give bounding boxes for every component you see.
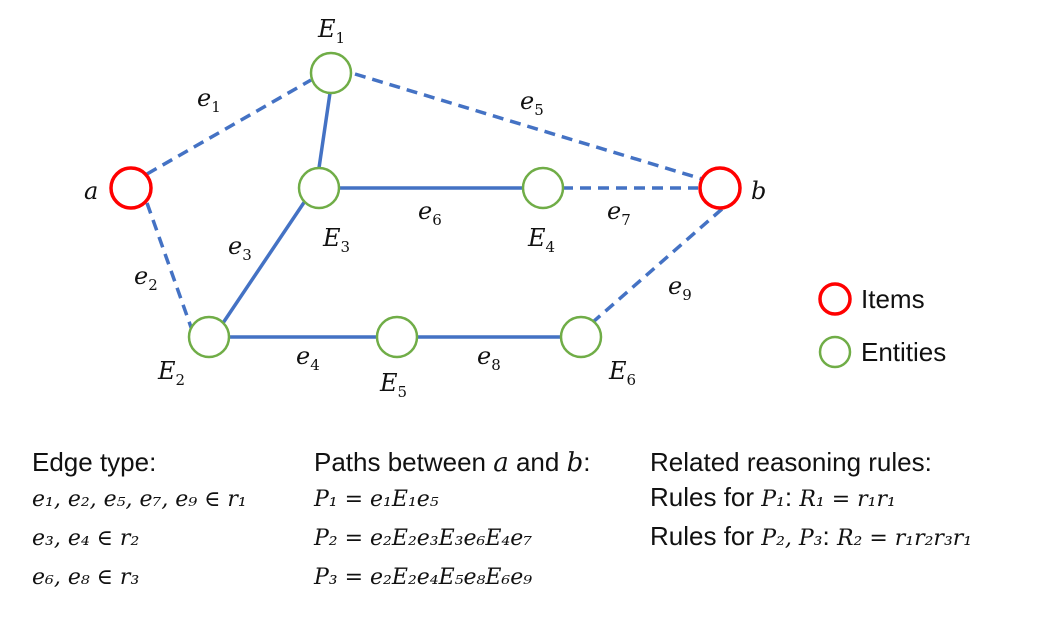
node-E4 (521, 166, 565, 210)
legend-entities-label: Entities (861, 337, 946, 367)
label-E3: E3 (322, 224, 350, 256)
edge-e3 (219, 200, 307, 327)
rule-2: Rules for P₂, P₃: R₂ = r₁r₂r₃r₁ (650, 521, 972, 551)
edge-type-heading: Edge type: (32, 447, 156, 477)
label-e8: e8 (477, 342, 501, 374)
label-e1: e1 (197, 84, 221, 116)
edge-e3-main (317, 92, 332, 169)
node-E5 (375, 315, 419, 359)
label-e3: e3 (228, 232, 252, 264)
label-e9: e9 (668, 272, 692, 304)
legend-entity-marker (818, 335, 852, 369)
node-E3 (297, 166, 341, 210)
label-e2: e2 (134, 262, 158, 294)
label-a: a (84, 177, 98, 205)
edge-type-r3: e₆, e₈ ∈ r₃ (32, 565, 139, 590)
path-p3: P₃ = e₂E₂e₄E₅e₈E₆e₉ (313, 565, 532, 590)
edge-e1 (146, 78, 312, 176)
edge-e5 (354, 72, 703, 181)
label-E5: E5 (379, 369, 407, 401)
node-a (109, 166, 153, 210)
node-b (698, 166, 742, 210)
label-E2: E2 (157, 357, 185, 389)
rules-heading: Related reasoning rules: (650, 447, 932, 477)
node-E6 (559, 315, 603, 359)
label-e6: e6 (418, 197, 442, 229)
node-E1 (309, 51, 353, 95)
label-b: b (751, 177, 766, 205)
label-E6: E6 (608, 357, 636, 389)
edge-type-r1: e₁, e₂, e₅, e₇, e₉ ∈ r₁ (32, 487, 247, 512)
node-E2 (187, 315, 231, 359)
edge-type-r2: e₃, e₄ ∈ r₂ (32, 526, 139, 551)
edge-e2 (145, 202, 194, 331)
path-p2: P₂ = e₂E₂e₃E₃e₆E₄e₇ (313, 526, 532, 551)
paths-heading: Paths between a and b: (314, 447, 590, 478)
edge-e9 (591, 207, 724, 324)
path-p1: P₁ = e₁E₁e₅ (313, 487, 439, 512)
label-E4: E4 (527, 224, 555, 256)
label-e7: e7 (607, 197, 631, 229)
rule-1: Rules for P₁: R₁ = r₁r₁ (650, 482, 896, 512)
legend-items-label: Items (861, 284, 925, 314)
label-e4: e4 (296, 342, 320, 374)
legend-item-marker (818, 282, 852, 316)
label-e5: e5 (520, 87, 544, 119)
label-E1: E1 (317, 15, 345, 47)
